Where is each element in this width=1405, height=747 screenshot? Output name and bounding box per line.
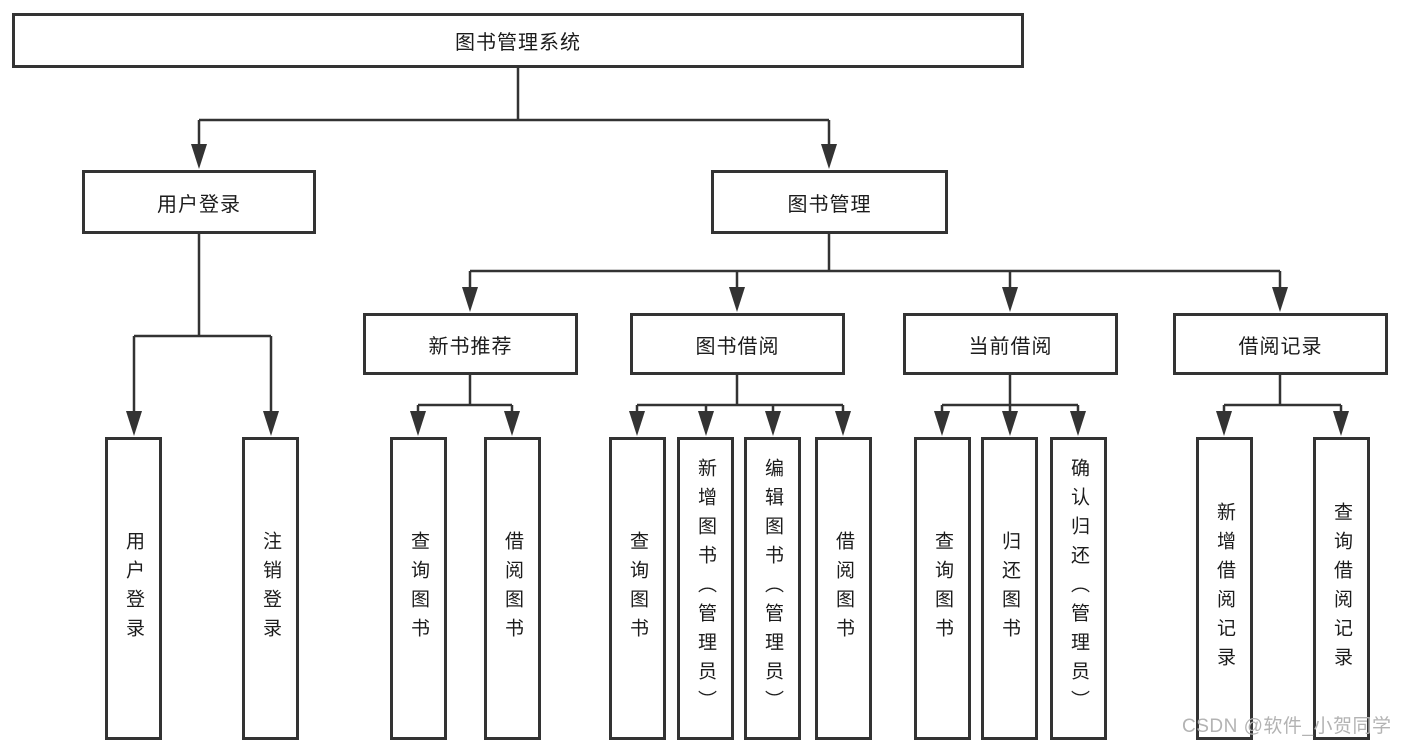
node-current-borrow: 当前借阅 xyxy=(903,313,1118,375)
leaf-edit-books-admin: 编辑图书（管理员） xyxy=(744,437,801,740)
leaf-query-books-recommend: 查询图书 xyxy=(390,437,447,740)
node-label: 查询图书 xyxy=(408,530,429,647)
node-label: 图书管理 xyxy=(787,193,872,216)
leaf-add-borrow-record: 新增借阅记录 xyxy=(1196,437,1253,740)
leaf-query-books-borrow: 查询图书 xyxy=(609,437,666,740)
leaf-add-books-admin: 新增图书（管理员） xyxy=(677,437,734,740)
arrowhead xyxy=(263,411,279,436)
csdn-watermark: CSDN @软件_小贺同学 xyxy=(1182,716,1392,737)
leaf-borrow-books-recommend: 借阅图书 xyxy=(484,437,541,740)
node-label: 用户登录 xyxy=(123,530,144,647)
node-borrow-records: 借阅记录 xyxy=(1173,313,1388,375)
node-label: 借阅图书 xyxy=(833,530,854,647)
arrowhead xyxy=(1070,411,1086,436)
arrowhead xyxy=(765,411,781,436)
leaf-return-books: 归还图书 xyxy=(981,437,1038,740)
node-label: 新书推荐 xyxy=(428,335,513,358)
connector-paths xyxy=(132,68,1343,414)
arrowhead xyxy=(835,411,851,436)
arrowhead xyxy=(698,411,714,436)
arrowhead xyxy=(410,411,426,436)
node-label: 图书管理系统 xyxy=(455,32,581,54)
arrowhead xyxy=(462,287,478,312)
arrowhead xyxy=(1002,287,1018,312)
node-book-management: 图书管理 xyxy=(711,170,948,234)
arrowhead xyxy=(1333,411,1349,436)
arrowhead xyxy=(126,411,142,436)
node-label: 注销登录 xyxy=(260,530,281,647)
leaf-confirm-return-admin: 确认归还（管理员） xyxy=(1050,437,1107,740)
arrowhead xyxy=(629,411,645,436)
node-label: 用户登录 xyxy=(157,193,241,216)
node-new-book-recommend: 新书推荐 xyxy=(363,313,578,375)
node-label: 新增图书（管理员） xyxy=(695,458,716,719)
leaf-borrow-books: 借阅图书 xyxy=(815,437,872,740)
node-book-borrow: 图书借阅 xyxy=(630,313,845,375)
node-label: 查询借阅记录 xyxy=(1331,501,1352,676)
node-label: 归还图书 xyxy=(999,530,1020,647)
arrowhead xyxy=(934,411,950,436)
node-label: 新增借阅记录 xyxy=(1214,501,1235,676)
node-label: 借阅记录 xyxy=(1238,335,1323,358)
leaf-query-books-current: 查询图书 xyxy=(914,437,971,740)
node-label: 查询图书 xyxy=(932,530,953,647)
node-user-login-group: 用户登录 xyxy=(82,170,316,234)
arrowhead xyxy=(191,144,207,169)
arrowhead xyxy=(1272,287,1288,312)
node-label: 编辑图书（管理员） xyxy=(762,458,783,719)
arrowhead xyxy=(504,411,520,436)
node-library-system: 图书管理系统 xyxy=(12,13,1024,68)
node-label: 图书借阅 xyxy=(695,335,780,358)
node-label: 确认归还（管理员） xyxy=(1068,458,1089,719)
leaf-query-borrow-record: 查询借阅记录 xyxy=(1313,437,1370,740)
arrowhead xyxy=(1002,411,1018,436)
arrowhead xyxy=(821,144,837,169)
node-label: 当前借阅 xyxy=(968,335,1053,358)
leaf-logout: 注销登录 xyxy=(242,437,299,740)
node-label: 查询图书 xyxy=(627,530,648,647)
arrowhead xyxy=(729,287,745,312)
node-label: 借阅图书 xyxy=(502,530,523,647)
arrowhead xyxy=(1216,411,1232,436)
leaf-user-login: 用户登录 xyxy=(105,437,162,740)
